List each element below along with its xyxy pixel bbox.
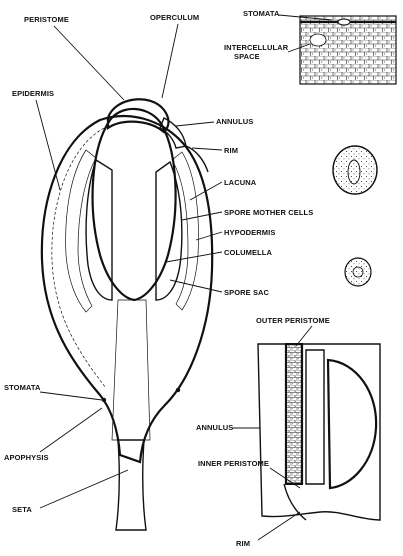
outer-peristome-column [284, 344, 304, 484]
spore-small-nucleus [352, 266, 364, 278]
leader-stomata-left [39, 391, 103, 401]
epidermis-band [51, 127, 107, 389]
annulus-bulge [326, 358, 378, 490]
label-hypodermis: HYPODERMIS [224, 228, 275, 237]
leader-lacuna [189, 181, 223, 201]
leader-operculum [161, 23, 179, 99]
leader-stomata-top [278, 14, 333, 21]
label-annulus: ANNULUS [216, 117, 253, 126]
spore-small [344, 257, 372, 287]
label-apophysis: APOPHYSIS [4, 453, 49, 462]
leader-rim [191, 147, 223, 151]
label-stomata-left: STOMATA [4, 383, 41, 392]
label-intercellular-1: INTERCELLULAR [224, 43, 289, 52]
rim-detail-outline [283, 483, 307, 521]
leader-inner-peristome [269, 467, 301, 489]
spore-large [332, 145, 378, 195]
spore-sac [85, 158, 113, 301]
leader-annulus [175, 121, 215, 127]
leader-apophysis [39, 407, 103, 453]
rim-outline [185, 145, 209, 173]
label-spore-sac: SPORE SAC [224, 288, 270, 297]
leader-columella [165, 251, 223, 263]
columella [91, 107, 177, 302]
label-seta: SETA [12, 505, 32, 514]
label-columella: COLUMELLA [224, 248, 272, 257]
apophysis-stoma-1 [101, 397, 107, 403]
label-intercellular-2: SPACE [234, 52, 260, 61]
label-annulus-detail: ANNULUS [196, 423, 233, 432]
label-stomata-top: STOMATA [243, 9, 280, 18]
capsule-longitudinal-section [40, 98, 214, 531]
label-epidermis: EPIDERMIS [12, 89, 54, 98]
outer-peristome-teeth [285, 343, 303, 485]
apophysis-stoma-2 [175, 387, 181, 393]
label-spore-mother-cells: SPORE MOTHER CELLS [224, 208, 313, 217]
leader-outer-peristome [295, 325, 313, 347]
leader-epidermis [35, 99, 61, 191]
peristome-detail [257, 343, 381, 521]
leader-intercellular [287, 43, 311, 53]
annulus-ring [159, 117, 187, 149]
leader-peristome [53, 25, 125, 101]
label-rim-detail: RIM [236, 539, 250, 548]
label-rim: RIM [224, 146, 238, 155]
stomata-detail-box [299, 15, 397, 85]
stoma-guard-cell [337, 18, 351, 26]
leader-hypodermis [195, 231, 223, 241]
leader-rim-detail [257, 511, 301, 541]
spore-details [332, 145, 378, 287]
label-outer-peristome: OUTER PERISTOME [256, 316, 330, 325]
seta-stalk [115, 439, 147, 531]
lacuna-right [171, 151, 199, 311]
spore-sac-right [155, 160, 183, 301]
inner-peristome-column [305, 349, 325, 485]
capsule-outer-wall [40, 115, 214, 464]
intercellular-space [309, 33, 327, 47]
leader-lines [35, 14, 333, 541]
label-peristome: PERISTOME [24, 15, 69, 24]
label-operculum: OPERCULUM [150, 13, 199, 22]
leader-seta [39, 469, 129, 509]
stomata-detail [299, 15, 397, 85]
operculum-cap [106, 98, 170, 134]
conducting-strand [111, 299, 151, 441]
spore-large-nucleus [347, 159, 361, 185]
leader-spore-sac [169, 279, 223, 293]
peristome-detail-tissue [257, 343, 381, 521]
leader-spore-mother [181, 211, 223, 221]
labels: PERISTOME OPERCULUM STOMATA INTERCELLULA… [4, 9, 330, 548]
label-lacuna: LACUNA [224, 178, 257, 187]
lacuna-left [65, 149, 97, 313]
label-inner-peristome: INNER PERISTOME [198, 459, 269, 468]
